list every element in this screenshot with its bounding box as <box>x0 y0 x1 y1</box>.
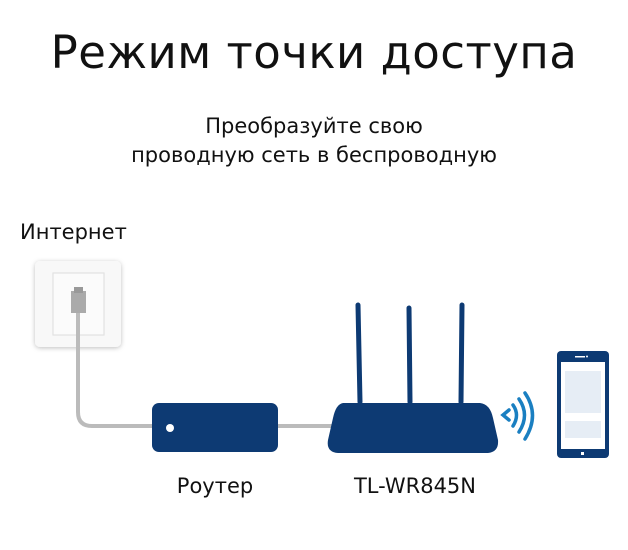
subtitle-line-2: проводную сеть в беспроводную <box>131 143 497 167</box>
ethernet-cable <box>76 310 340 428</box>
access-point-label: TL-WR845N <box>353 474 477 498</box>
subtitle-line-1: Преобразуйте свою <box>205 114 423 138</box>
ethernet-plug-icon <box>71 287 86 313</box>
router-label: Роутер <box>176 474 254 498</box>
wifi-signal-icon <box>500 391 535 441</box>
access-point-icon <box>327 302 499 453</box>
smartphone-icon <box>557 351 609 458</box>
router-icon <box>152 403 278 452</box>
page-title: Режим точки доступа <box>50 26 578 79</box>
internet-label: Интернет <box>20 220 127 244</box>
